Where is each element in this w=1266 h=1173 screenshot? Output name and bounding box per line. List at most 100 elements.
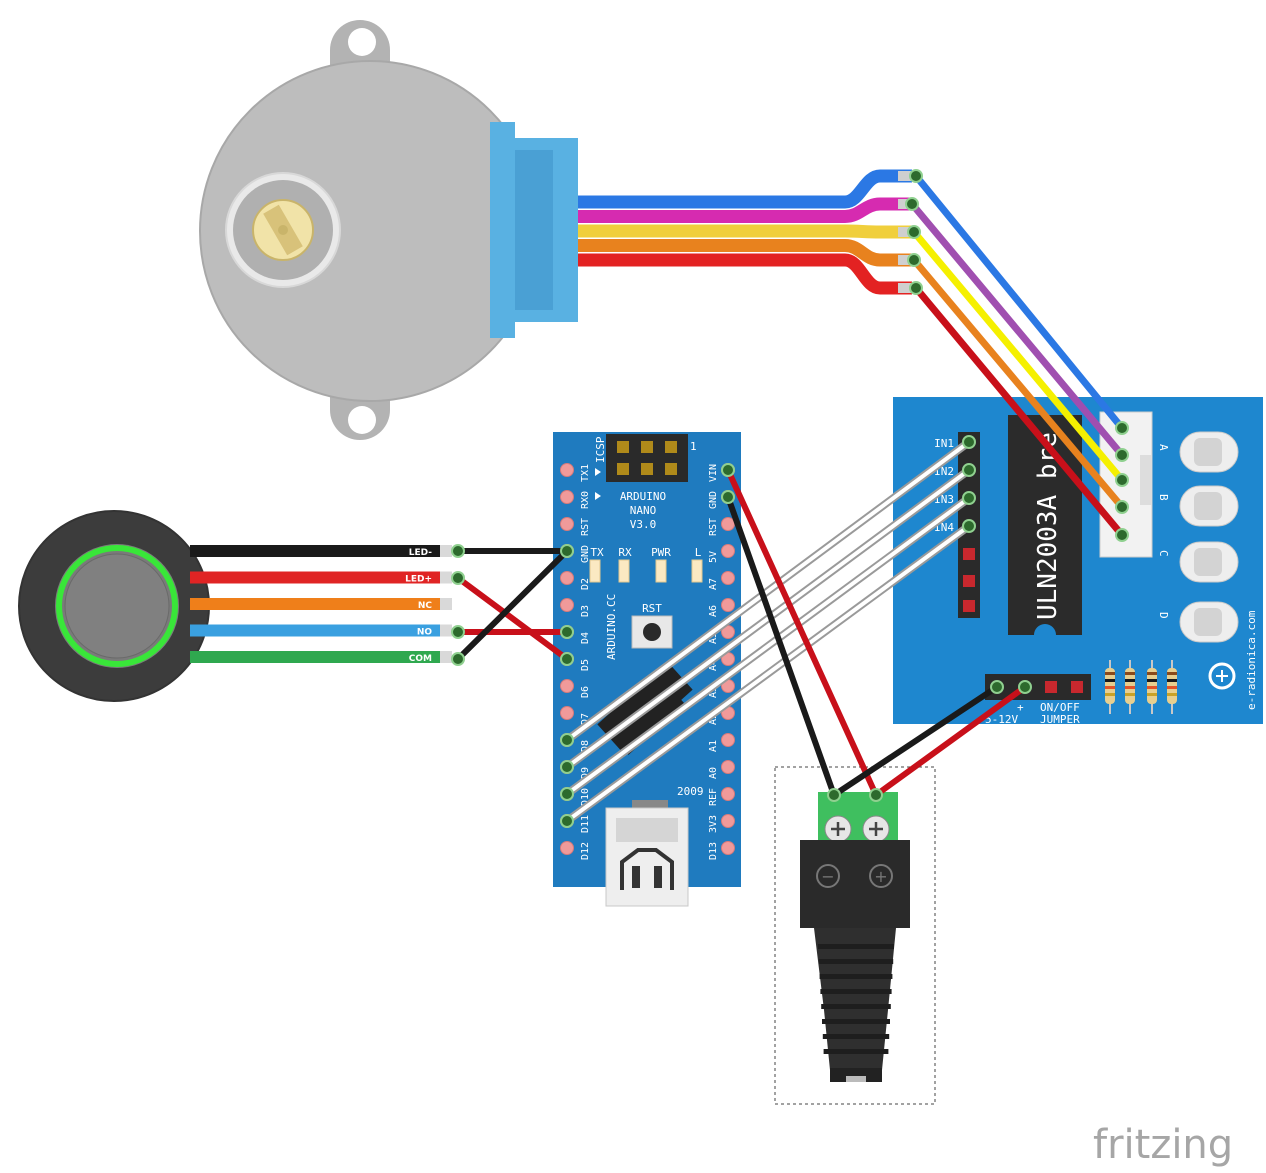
led-plus-wire [455,575,570,662]
wire-endpoint [451,625,465,639]
nano-left-pin-label: RST [580,518,591,536]
pin1-marker: 1 [690,440,697,453]
nano-right-pin [721,517,735,531]
icsp-header [606,434,688,482]
resistor-band [1147,693,1157,696]
motor-cable [578,169,912,295]
nano-left-pin-label: D3 [580,605,591,617]
wire-endpoint [451,571,465,585]
nano-right-pin-label: A0 [708,767,719,779]
jack-rib [820,989,892,994]
button-wire [190,624,440,637]
wire-endpoint [560,787,574,801]
wire-endpoint [560,733,574,747]
nano-left-pin [560,598,574,612]
jack-rib [818,944,894,949]
nano-left-pin [560,517,574,531]
wire-endpoint [869,788,883,802]
wire-endpoint [451,652,465,666]
button-wire-pin [440,571,452,584]
led-ring [56,545,178,667]
signal-wire [565,468,971,769]
nano-right-pin-label: A7 [708,578,719,590]
vin-wire [725,467,879,798]
led-label-rx: RX [618,546,632,559]
indicator-led-lens [1194,548,1222,576]
nano-left-pin-label: D6 [580,686,591,698]
button-wire-pin [440,598,452,610]
jack-minus-label: − [821,867,834,886]
motor-cable-strand [578,239,912,267]
nano-right-pin [721,733,735,747]
driver-in1: IN1 [934,437,954,450]
nano-right-pin-label: 5V [708,551,719,563]
signal-wire [565,440,971,742]
jack-rib [822,1034,890,1039]
nano-right-pin-label: GND [708,491,719,509]
status-leds [589,559,703,583]
nano-right-pin [721,814,735,828]
wire-endpoint [827,788,841,802]
nano-left-pin-label: RX0 [580,491,591,509]
nano-right-pin [721,571,735,585]
indicator-led-lens [1194,438,1222,466]
nano-right-pin-label: VIN [708,464,719,482]
jack-rib [818,959,894,964]
motor-cable-pin [898,227,912,237]
wire-endpoint [962,463,976,477]
nano-right-pin-label: A6 [708,605,719,617]
resistor-band [1125,679,1135,682]
jumper-wires [451,169,1129,828]
nano-right-pin-label: D13 [708,842,719,860]
uln2003-driver-board: IN1 IN2 IN3 IN4 ULN2003A bre A B C D - +… [893,397,1263,726]
button-wire-label: LED+ [405,575,432,585]
indicator-led-lens [1194,608,1222,636]
nano-left-pin-label: D7 [580,713,591,725]
wire-endpoint [1115,500,1129,514]
reset-label: RST [642,602,662,615]
power-plus: + [1017,701,1024,714]
wire-endpoint [560,760,574,774]
icsp-label: ICSP [594,436,607,463]
wire-endpoint [962,519,976,533]
led-label-tx: TX [590,546,604,559]
phase-c: C [1157,550,1170,557]
arduino-title-3: V3.0 [630,518,657,531]
resistor-band [1167,693,1177,696]
button-wire [190,545,440,557]
button-wire-pin [440,545,452,557]
mini-usb-connector [605,800,689,907]
nano-left-pin [560,571,574,585]
nano-left-pin-label: D4 [580,632,591,644]
reset-button[interactable] [643,623,661,641]
com-wire [455,548,570,662]
wire-endpoint [560,544,574,558]
resistor-band [1105,672,1115,675]
phase-b: B [1157,494,1170,501]
wire-endpoint [909,281,923,295]
gnd-wire [725,494,837,798]
phase-a: A [1157,444,1170,451]
driver-site: e-radionica.com [1245,610,1258,710]
resistor-band [1105,686,1115,689]
resistor-band [1167,686,1177,689]
nano-right-pin-label: RST [708,518,719,536]
stepper-motor [199,20,578,440]
wire-endpoint [990,680,1004,694]
wire-endpoint [962,491,976,505]
motor-to-driver-wire [910,228,1126,484]
power-voltage: 5-12V [985,713,1018,726]
motor-cable-strand [578,224,912,239]
arduino-title-2: NANO [630,504,657,517]
nano-right-pin-label: A2 [708,713,719,725]
wire-endpoint [1115,448,1129,462]
chip-label: ULN2003A bre [1033,432,1063,620]
nano-left-pin-label: D12 [580,842,591,860]
resistor-band [1147,686,1157,689]
nano-left-pin-label: TX1 [580,464,591,482]
resistor-band [1105,679,1115,682]
button-wire [190,598,440,610]
wire-endpoint [721,490,735,504]
resistor-band [1105,693,1115,696]
nano-right-pin-label: A4 [708,659,719,671]
